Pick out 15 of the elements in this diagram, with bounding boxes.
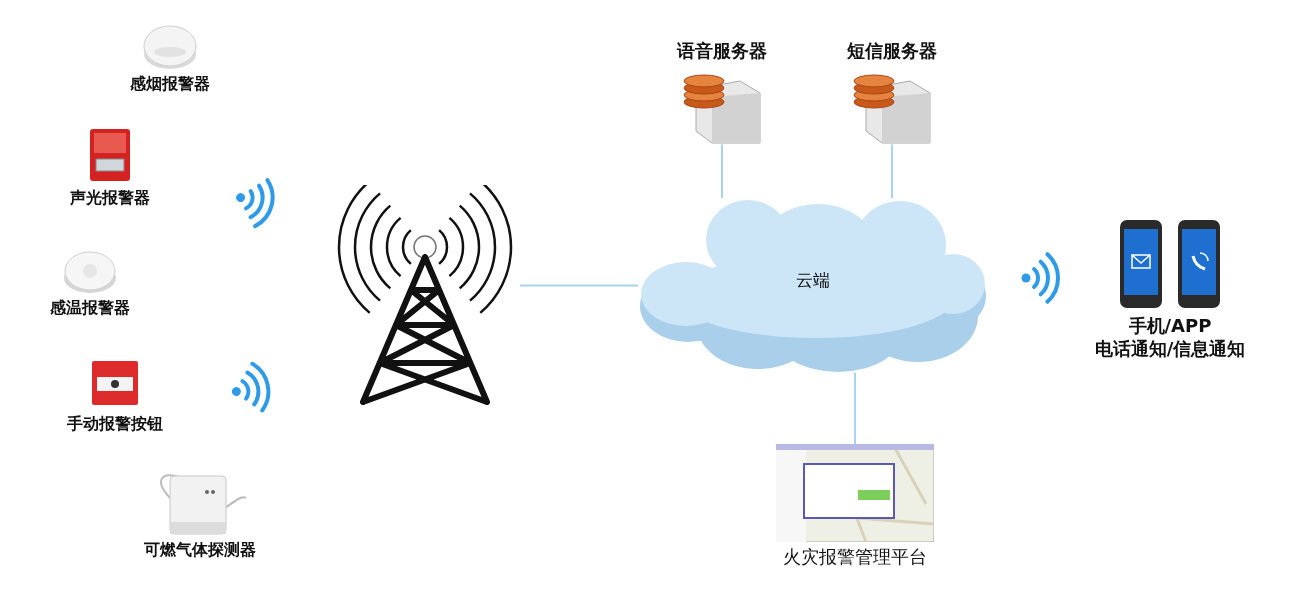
connector-line (519, 284, 639, 287)
cloud-label: 云端 (796, 270, 830, 292)
server-label: 短信服务器 (847, 40, 937, 63)
device-label: 可燃气体探测器 (144, 540, 256, 560)
device-label: 声光报警器 (70, 188, 150, 208)
device-label: 感温报警器 (50, 298, 130, 318)
server-label: 语音服务器 (677, 40, 767, 63)
phone-label: 手机/APP (1128, 315, 1212, 338)
platform-label: 火灾报警管理平台 (783, 546, 927, 569)
connector-line (854, 372, 856, 445)
connector-line (721, 143, 723, 199)
phone-label: 电话通知/信息通知 (1094, 337, 1246, 360)
device-label: 手动报警按钮 (67, 414, 163, 434)
connector-line (891, 143, 893, 199)
device-label: 感烟报警器 (130, 74, 210, 94)
